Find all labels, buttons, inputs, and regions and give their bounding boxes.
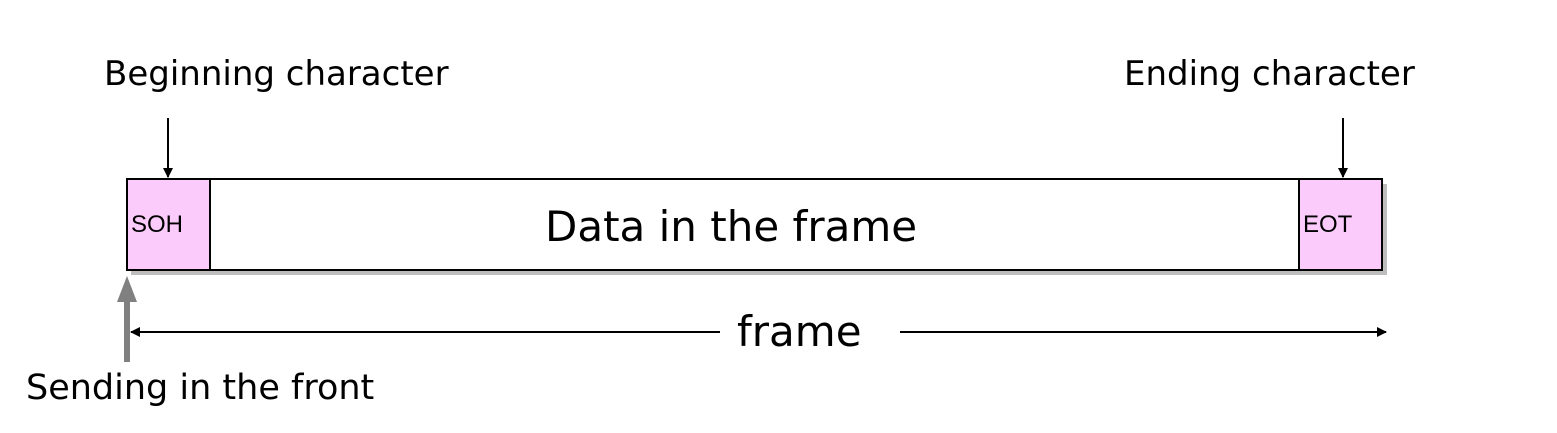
sending-in-front-label: Sending in the front [26,368,375,408]
soh-label: SOH [131,211,184,238]
eot-label: EOT [1303,211,1353,238]
frame-label: frame [737,307,862,356]
eot-box [1298,178,1383,271]
data-box [209,178,1300,271]
ending-character-label: Ending character [1124,54,1415,94]
data-label: Data in the frame [545,202,918,251]
beginning-character-label: Beginning character [104,54,449,94]
soh-box [126,178,211,271]
front-arrow-head [117,276,137,302]
